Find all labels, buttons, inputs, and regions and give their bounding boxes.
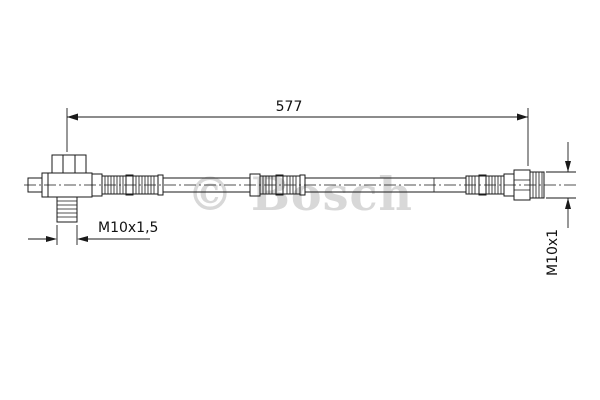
- hose-tube-segment-2: [305, 177, 466, 193]
- hose-tube-segment-1: [163, 177, 250, 193]
- left-crimp-collar: [91, 173, 164, 197]
- right-thread-label: M10x1: [545, 229, 561, 276]
- left-fitting: [27, 154, 93, 223]
- middle-crimp-collar: [249, 173, 306, 197]
- overall-length-dimension: 577: [66, 99, 529, 166]
- left-fitting-hex-nut: [51, 154, 87, 174]
- right-end-fitting: [513, 169, 545, 201]
- left-fitting-threaded-stud: [56, 196, 78, 223]
- left-thread-label: M10x1,5: [98, 220, 158, 236]
- right-crimp-collar: [465, 173, 515, 197]
- left-thread-dimension: M10x1,5: [28, 220, 158, 245]
- right-fitting-thread: [529, 171, 545, 199]
- overall-length-value: 577: [276, 99, 303, 115]
- right-thread-dimension: M10x1: [545, 142, 576, 276]
